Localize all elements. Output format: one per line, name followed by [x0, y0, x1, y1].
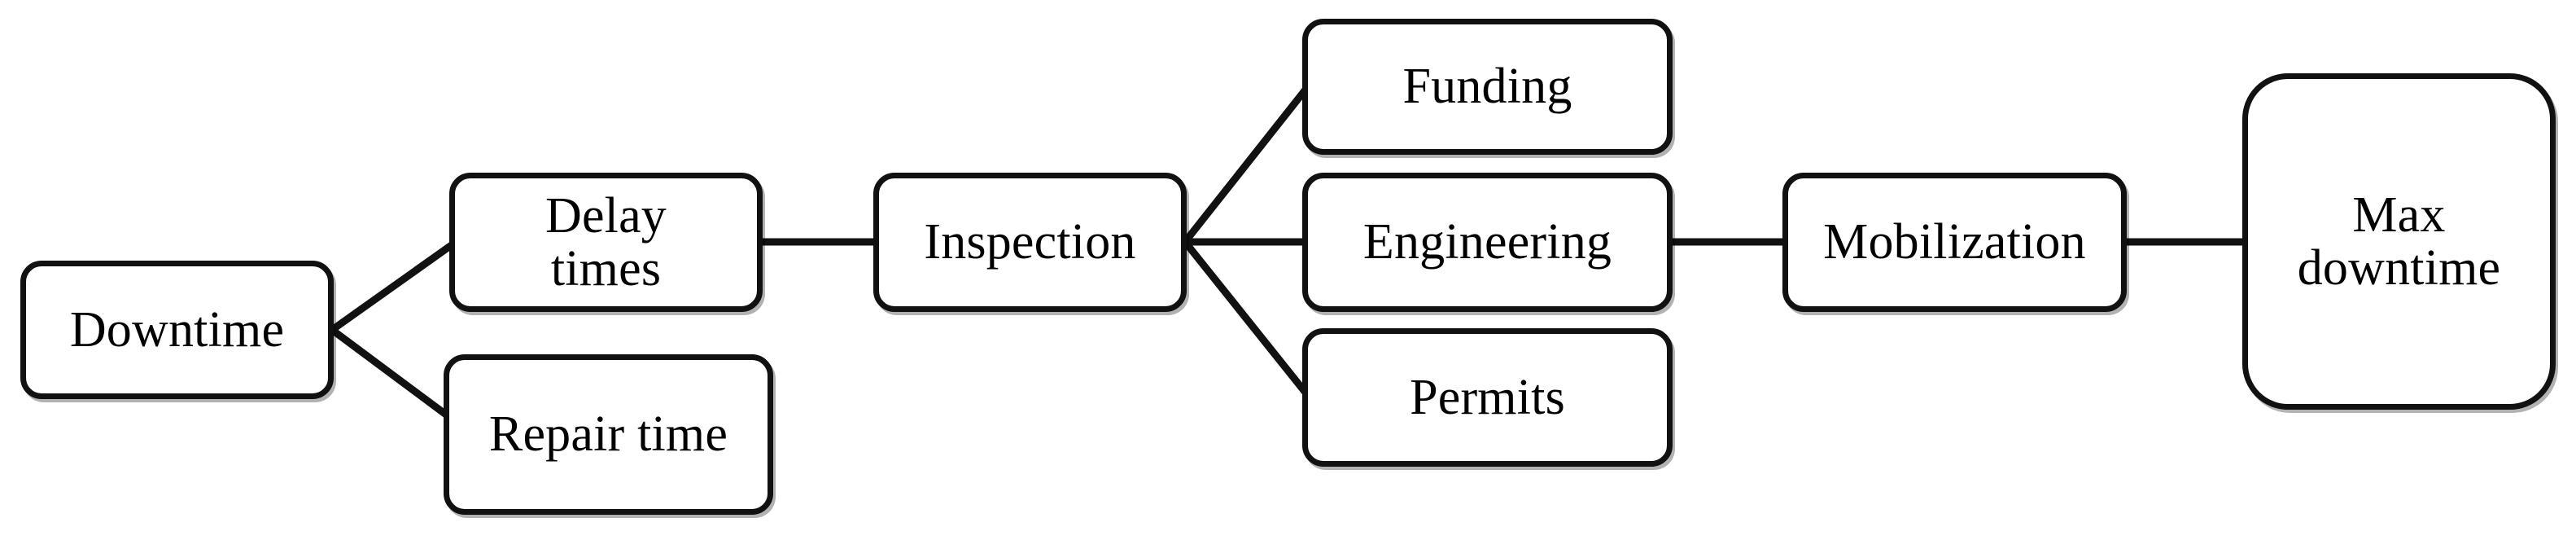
edge-downtime-to-repair-time [330, 327, 452, 420]
node-inspection-label: Inspection [924, 214, 1136, 270]
node-permits-label: Permits [1410, 369, 1565, 425]
node-delay-times[interactable]: Delay times [449, 173, 763, 312]
node-repair-time-label: Repair time [488, 406, 728, 463]
node-delay-times-label: Delay times [545, 188, 667, 296]
node-downtime[interactable]: Downtime [20, 261, 334, 399]
node-engineering[interactable]: Engineering [1302, 173, 1673, 312]
node-funding[interactable]: Funding [1302, 19, 1673, 155]
node-inspection[interactable]: Inspection [873, 173, 1187, 312]
node-repair-time[interactable]: Repair time [444, 354, 773, 515]
edge-inspection-to-permits [1182, 239, 1309, 395]
node-max-downtime-label: Max downtime [2297, 187, 2501, 296]
node-permits[interactable]: Permits [1302, 328, 1673, 467]
edge-inspection-to-funding [1182, 87, 1309, 244]
node-max-downtime[interactable]: Max downtime [2242, 73, 2556, 410]
node-mobilization-label: Mobilization [1823, 214, 2086, 270]
edge-downtime-to-delay-times [330, 241, 455, 333]
node-engineering-label: Engineering [1362, 214, 1612, 270]
node-funding-label: Funding [1402, 59, 1572, 115]
node-downtime-label: Downtime [69, 301, 285, 358]
node-mobilization[interactable]: Mobilization [1782, 173, 2127, 312]
